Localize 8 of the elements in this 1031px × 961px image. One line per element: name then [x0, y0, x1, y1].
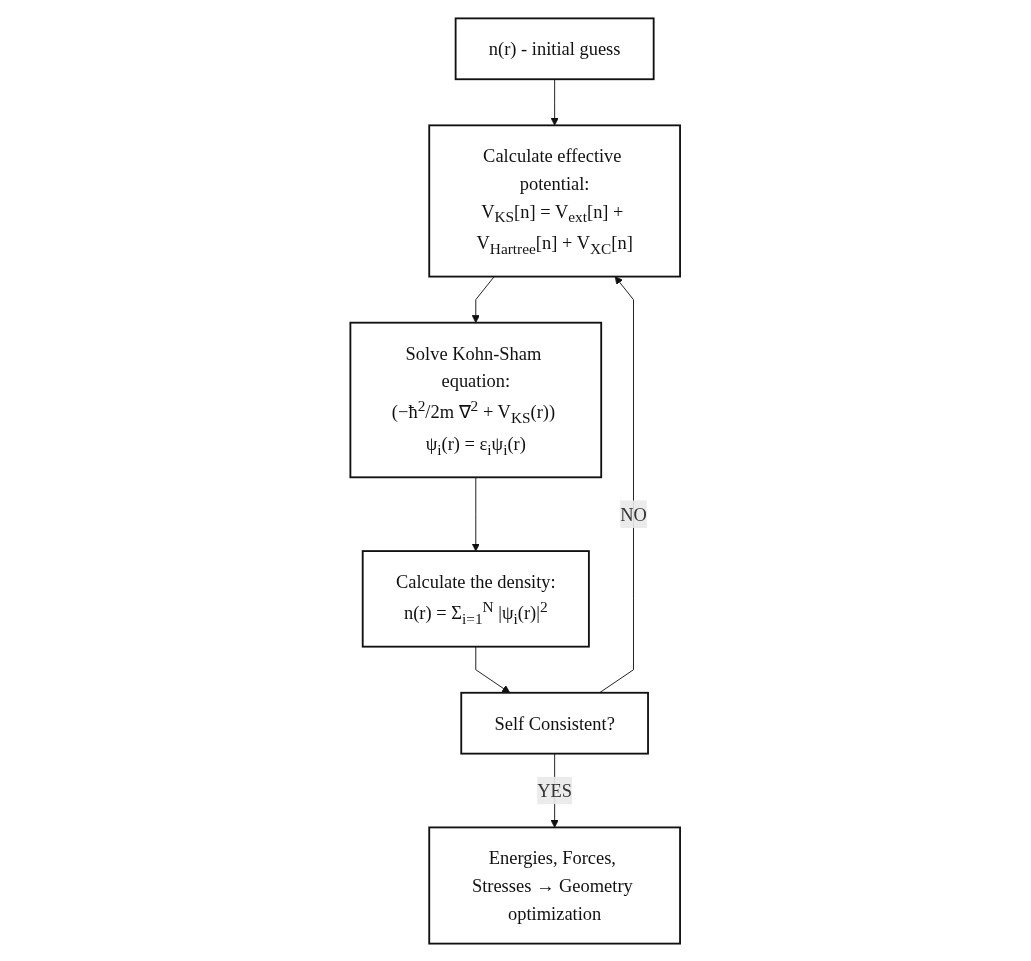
- edge-label: YES: [537, 779, 573, 801]
- node-box: Self Consistent?: [460, 691, 650, 755]
- node-box: Solve Kohn-Sham equation: (−ħ$^{2}$/2m ∇$^{2}$ + V$_{KS}$(r)) ψ$_{i}$(r) = ε$_{i}$ψ$_{i}$(r): [349, 321, 603, 478]
- node-box: Calculate the density: n(r) = Σ$_{i=1}$$^{N}$ |ψ$_{i}$(r)|$^{2}$: [362, 549, 591, 648]
- edge-label: NO: [620, 503, 648, 524]
- node-box: Energies, Forces, Stresses → Geometry optimization: [428, 826, 682, 945]
- node-box: n(r) - initial guess: [454, 16, 655, 80]
- node-box: Calculate effective potential: V$_{KS}$[n] = V$_{ext}$[n] + V$_{Hartree}$[n] + V$_{XC}$[n]: [428, 123, 682, 277]
